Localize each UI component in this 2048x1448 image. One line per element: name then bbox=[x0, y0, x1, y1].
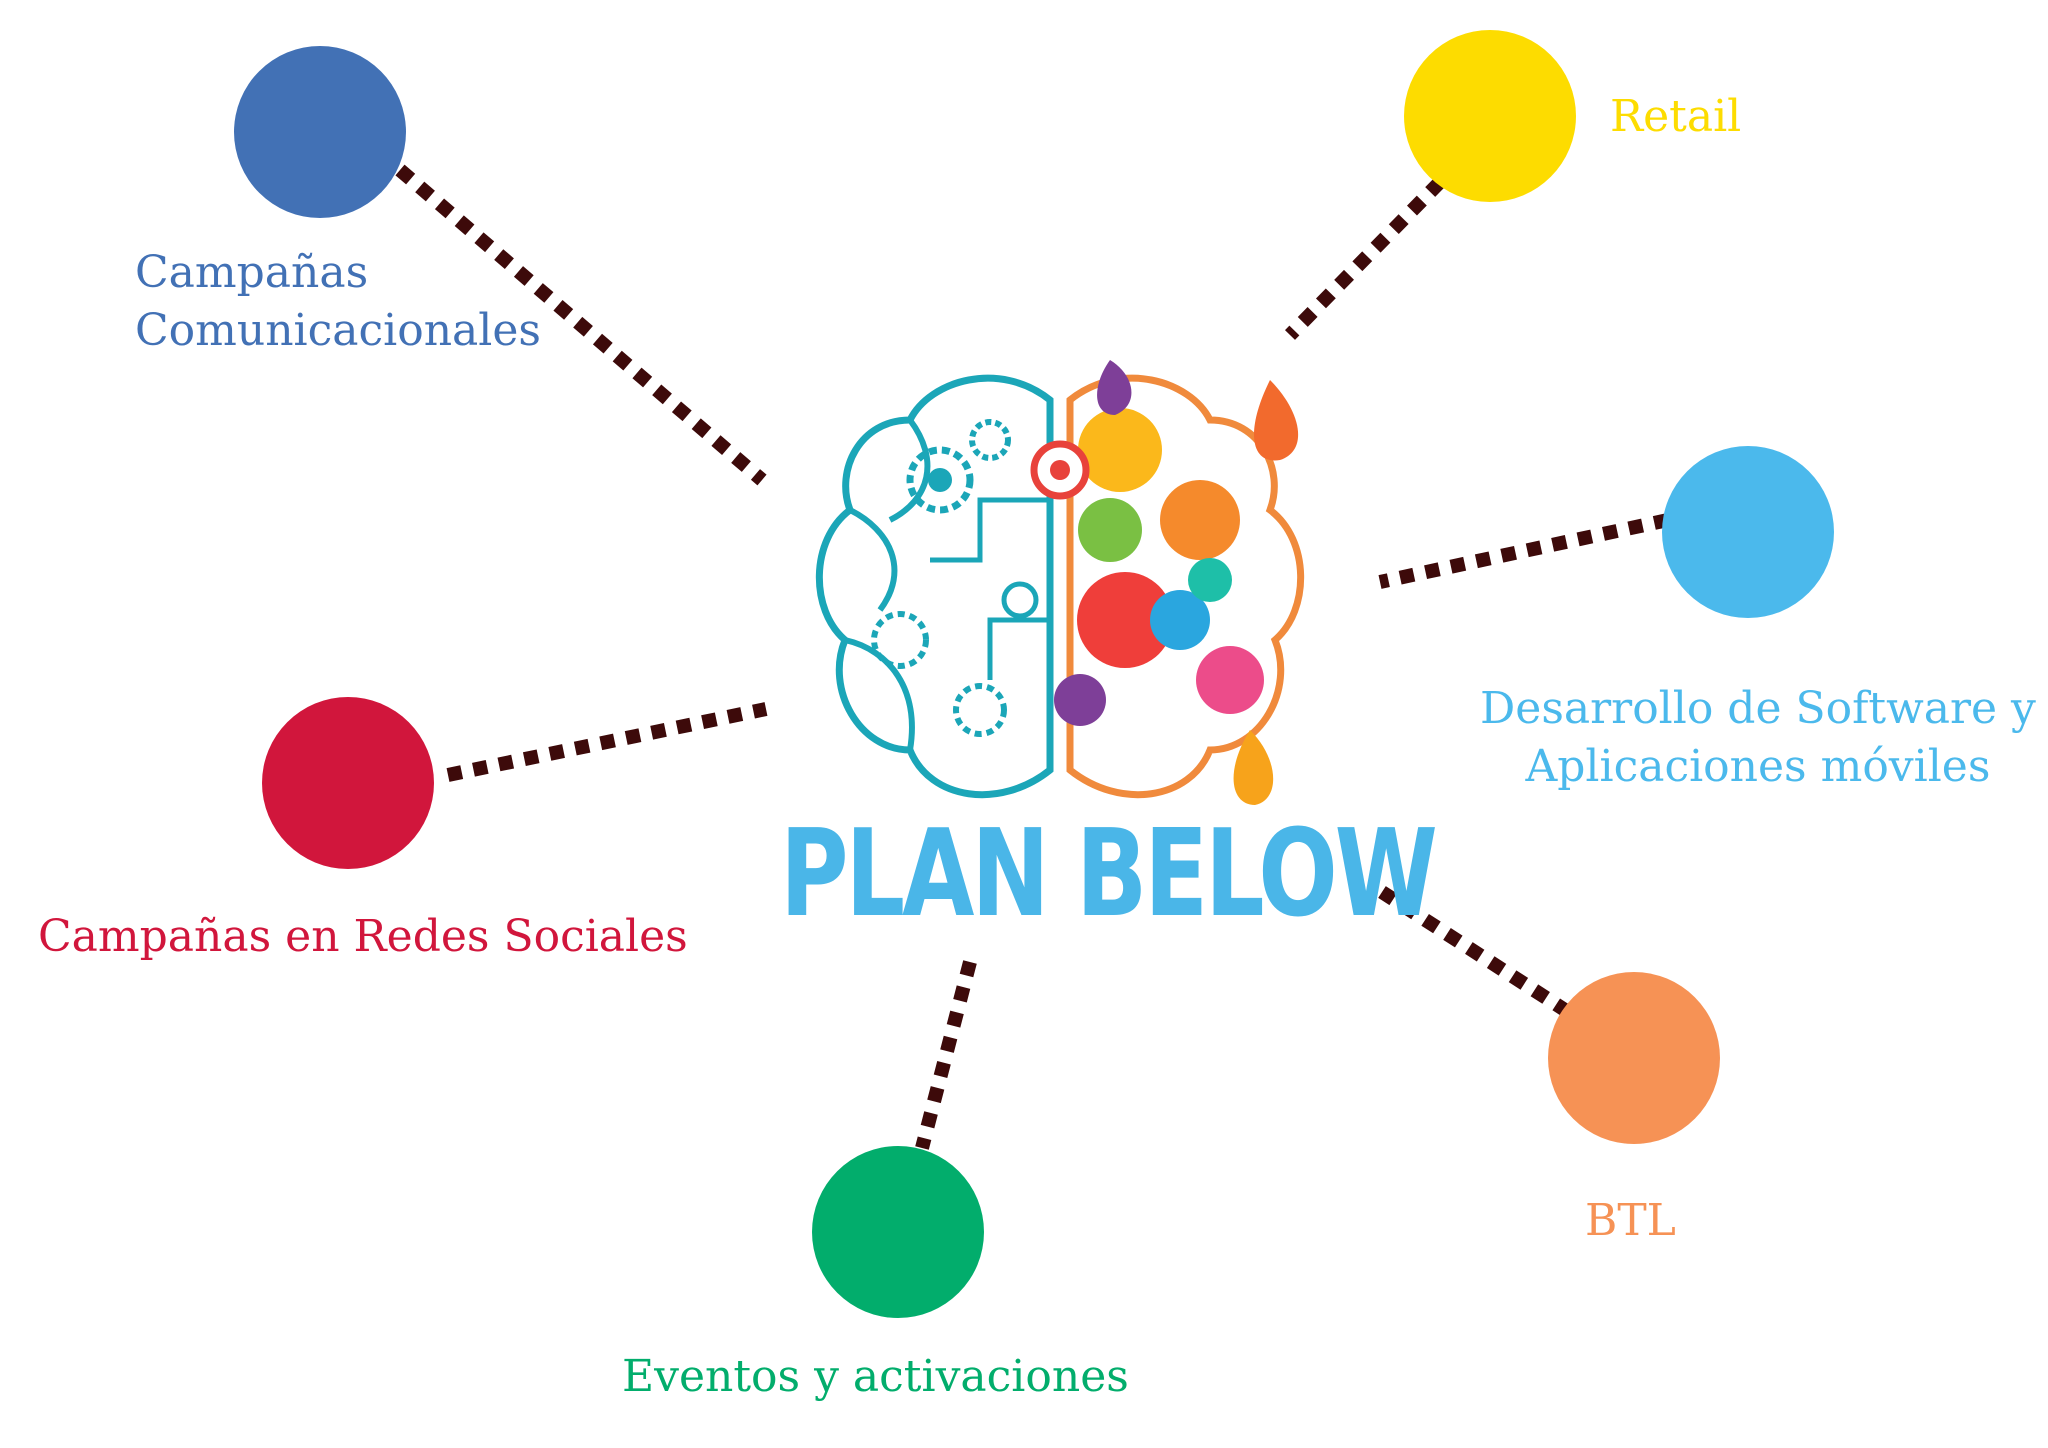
splash-purple bbox=[1054, 674, 1106, 726]
brain-left-circuit bbox=[930, 497, 1050, 680]
splash-green bbox=[1078, 498, 1142, 562]
node-circle-eventos bbox=[812, 1146, 984, 1318]
drop-icon bbox=[1253, 380, 1299, 461]
splash-teal bbox=[1188, 558, 1232, 602]
connector-eventos bbox=[915, 960, 977, 1150]
brain-creative-icon bbox=[815, 360, 1305, 805]
node-label-line: Retail bbox=[1610, 91, 1742, 142]
node-label-line: Aplicaciones móviles bbox=[1525, 741, 1991, 792]
node-circle-campanas-comunicacionales bbox=[234, 46, 406, 218]
drop-icon bbox=[1097, 360, 1132, 415]
gear-icon bbox=[1001, 581, 1039, 619]
node-circle-desarrollo-software bbox=[1662, 446, 1834, 618]
node-label-line: Desarrollo de Software y bbox=[1480, 683, 2036, 734]
gear-icon bbox=[969, 419, 1011, 461]
drop-icon bbox=[1233, 730, 1274, 805]
gear-icon bbox=[953, 683, 1007, 737]
node-label-retail: Retail bbox=[1610, 88, 1741, 146]
node-circle-retail bbox=[1404, 30, 1576, 202]
node-label-desarrollo-software: Desarrollo de Software y Aplicaciones mó… bbox=[1480, 680, 2036, 796]
brain-left-fold-2 bbox=[848, 507, 898, 612]
brain-left-fold-1 bbox=[888, 418, 931, 523]
node-label-line: BTL bbox=[1585, 1195, 1676, 1246]
splash-yellow bbox=[1078, 408, 1162, 492]
node-circle-btl bbox=[1548, 972, 1720, 1144]
gear-icon bbox=[928, 468, 952, 492]
node-label-line: Eventos y activaciones bbox=[622, 1351, 1129, 1402]
node-label-btl: BTL bbox=[1585, 1192, 1676, 1250]
node-label-line: Comunicacionales bbox=[135, 305, 541, 356]
connector-btl bbox=[1378, 886, 1572, 1018]
splash-pink bbox=[1196, 646, 1264, 714]
node-label-eventos: Eventos y activaciones bbox=[622, 1348, 1129, 1406]
splash-orange bbox=[1160, 480, 1240, 560]
brain-left-fold-3 bbox=[844, 637, 915, 751]
node-label-line: Campañas en Redes Sociales bbox=[38, 911, 688, 962]
connector-campanas-redes bbox=[446, 702, 768, 782]
gear-icon bbox=[906, 446, 974, 514]
brain-right-hemisphere bbox=[1066, 374, 1305, 799]
node-label-line: Campañas bbox=[135, 247, 369, 298]
target-icon bbox=[1050, 460, 1070, 480]
connector-desarrollo-software bbox=[1378, 513, 1670, 589]
connector-campanas-comunicacionales bbox=[395, 164, 767, 486]
splash-red bbox=[1077, 572, 1173, 668]
connector-retail bbox=[1285, 177, 1445, 340]
gear-icon bbox=[871, 611, 929, 669]
brain-left-hemisphere bbox=[815, 374, 1054, 799]
node-label-campanas-comunicacionales: Campañas Comunicacionales bbox=[135, 244, 541, 360]
splash-blue bbox=[1150, 590, 1210, 650]
node-circle-campanas-redes bbox=[262, 697, 434, 869]
node-label-campanas-redes: Campañas en Redes Sociales bbox=[38, 908, 688, 966]
